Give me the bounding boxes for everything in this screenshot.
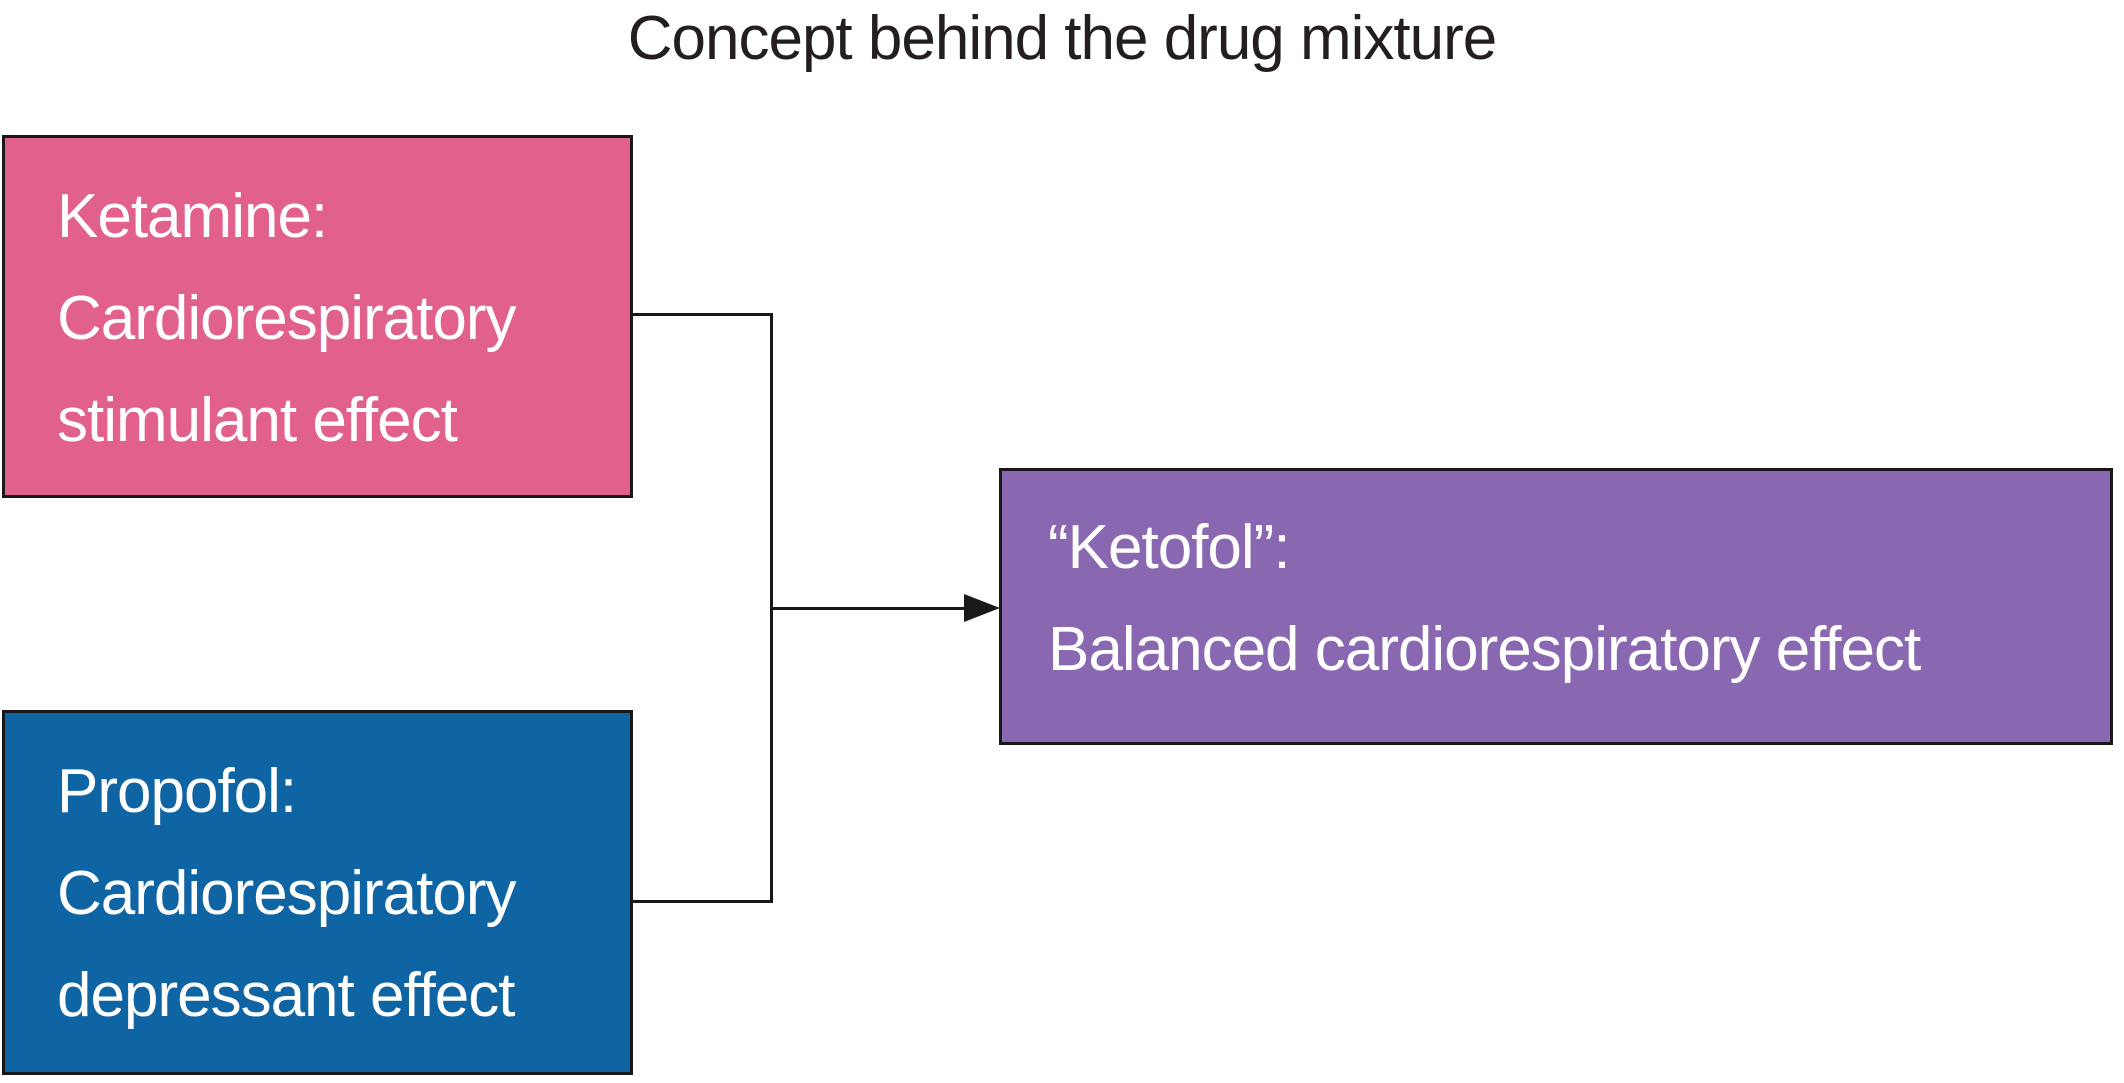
connector-line-ketamine xyxy=(633,313,773,316)
arrow-icon xyxy=(964,594,1000,622)
ketamine-box-line-3: stimulant effect xyxy=(57,386,458,455)
ketofol-box: “Ketofol”: Balanced cardiorespiratory ef… xyxy=(999,468,2113,745)
figure-title: Concept behind the drug mixture xyxy=(627,4,1498,73)
ketamine-box: Ketamine: Cardiorespiratory stimulant ef… xyxy=(2,135,633,498)
ketamine-box-line-2: Cardiorespiratory xyxy=(57,284,517,353)
propofol-box-line-2: Cardiorespiratory xyxy=(57,859,517,928)
ketamine-box-line-1: Ketamine: xyxy=(57,182,328,251)
connector-line-propofol xyxy=(633,900,773,903)
propofol-box-line-1: Propofol: xyxy=(57,757,297,826)
ketofol-box-line-2: Balanced cardiorespiratory effect xyxy=(1048,615,1921,684)
ketofol-box-line-1: “Ketofol”: xyxy=(1048,513,1291,582)
propofol-box: Propofol: Cardiorespiratory depressant e… xyxy=(2,710,633,1075)
arrow-shaft-line xyxy=(770,607,966,610)
propofol-box-line-3: depressant effect xyxy=(57,961,516,1030)
